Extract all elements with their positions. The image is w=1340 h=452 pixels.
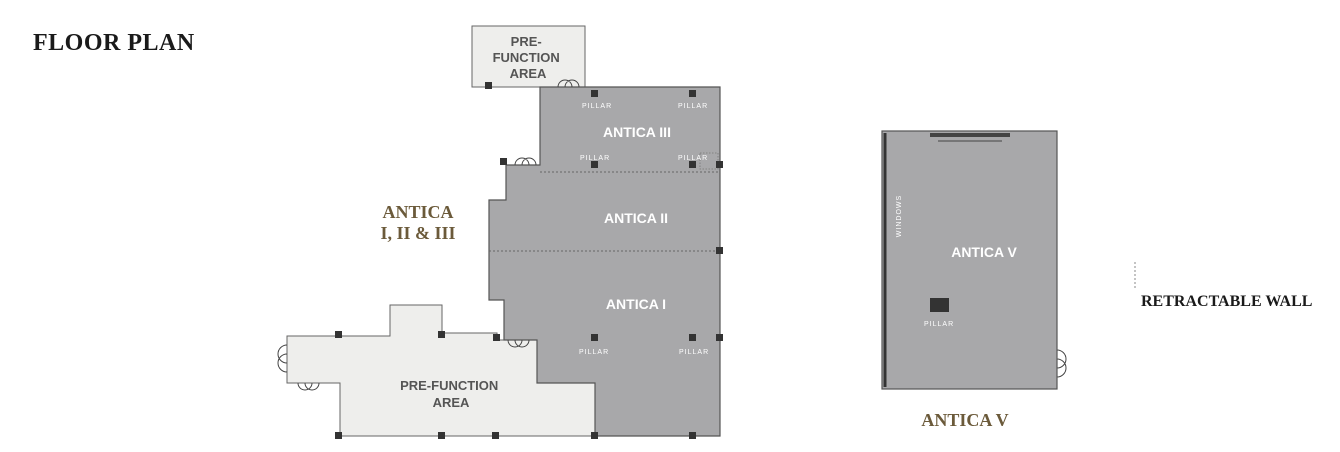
pillar-label: PILLAR [924, 321, 954, 328]
antica-123-heading-line2: I, II & III [380, 223, 456, 243]
pillar-label: PILLAR [579, 349, 609, 356]
door-antica-v [1056, 349, 1067, 378]
door-top-prefunction [557, 79, 580, 88]
door-antica-i [507, 339, 530, 348]
pillar-marker [492, 432, 499, 439]
pillar-marker [438, 331, 445, 338]
room-label-antica-ii: ANTICA II [604, 210, 668, 226]
pillar-marker [689, 432, 696, 439]
pillar-marker [689, 161, 696, 168]
room-label-antica-iii: ANTICA III [603, 124, 671, 140]
pillar-marker [485, 82, 492, 89]
prefunction-bottom-label: PRE-FUNCTION AREA [400, 378, 502, 410]
door-prefunction-left [277, 344, 288, 373]
retractable-wall-legend: RETRACTABLE WALL [1141, 293, 1313, 310]
pillar-marker [689, 90, 696, 97]
pillars [335, 82, 949, 439]
room-label-antica-v: ANTICA V [951, 244, 1017, 260]
pillar-marker [591, 161, 598, 168]
small-alcove [699, 152, 719, 170]
antica-v-room [881, 130, 1058, 390]
pillar-label: PILLAR [582, 103, 612, 110]
pillar-marker [930, 298, 949, 312]
pillar-marker [716, 161, 723, 168]
pillar-marker [335, 432, 342, 439]
pillar-marker [438, 432, 445, 439]
pillar-marker [493, 334, 500, 341]
pillar-marker [500, 158, 507, 165]
antica-v-top-window [930, 133, 1010, 137]
room-label-antica-i: ANTICA I [606, 296, 666, 312]
prefunction-top-label: PRE- FUNCTION AREA [493, 34, 564, 81]
pillar-marker [591, 432, 598, 439]
windows-label: WINDOWS [896, 195, 903, 237]
antica-123-heading-line1: ANTICA [382, 202, 454, 222]
pillar-label: PILLAR [678, 103, 708, 110]
antica-123-room [488, 86, 721, 437]
pillar-marker [689, 334, 696, 341]
pillar-marker [591, 334, 598, 341]
pillar-label: PILLAR [580, 155, 610, 162]
pillar-marker [716, 247, 723, 254]
pillar-marker [335, 331, 342, 338]
pillar-marker [716, 334, 723, 341]
antica-v-heading: ANTICA V [921, 410, 1009, 430]
door-prefunction-bottom-left [297, 382, 320, 391]
antica-123-heading: ANTICA I, II & III [368, 202, 468, 244]
door-antica-iii [514, 157, 537, 166]
page-title: FLOOR PLAN [33, 30, 195, 56]
pillar-marker [591, 90, 598, 97]
pillar-label: PILLAR [679, 349, 709, 356]
pillar-label: PILLAR [678, 155, 708, 162]
